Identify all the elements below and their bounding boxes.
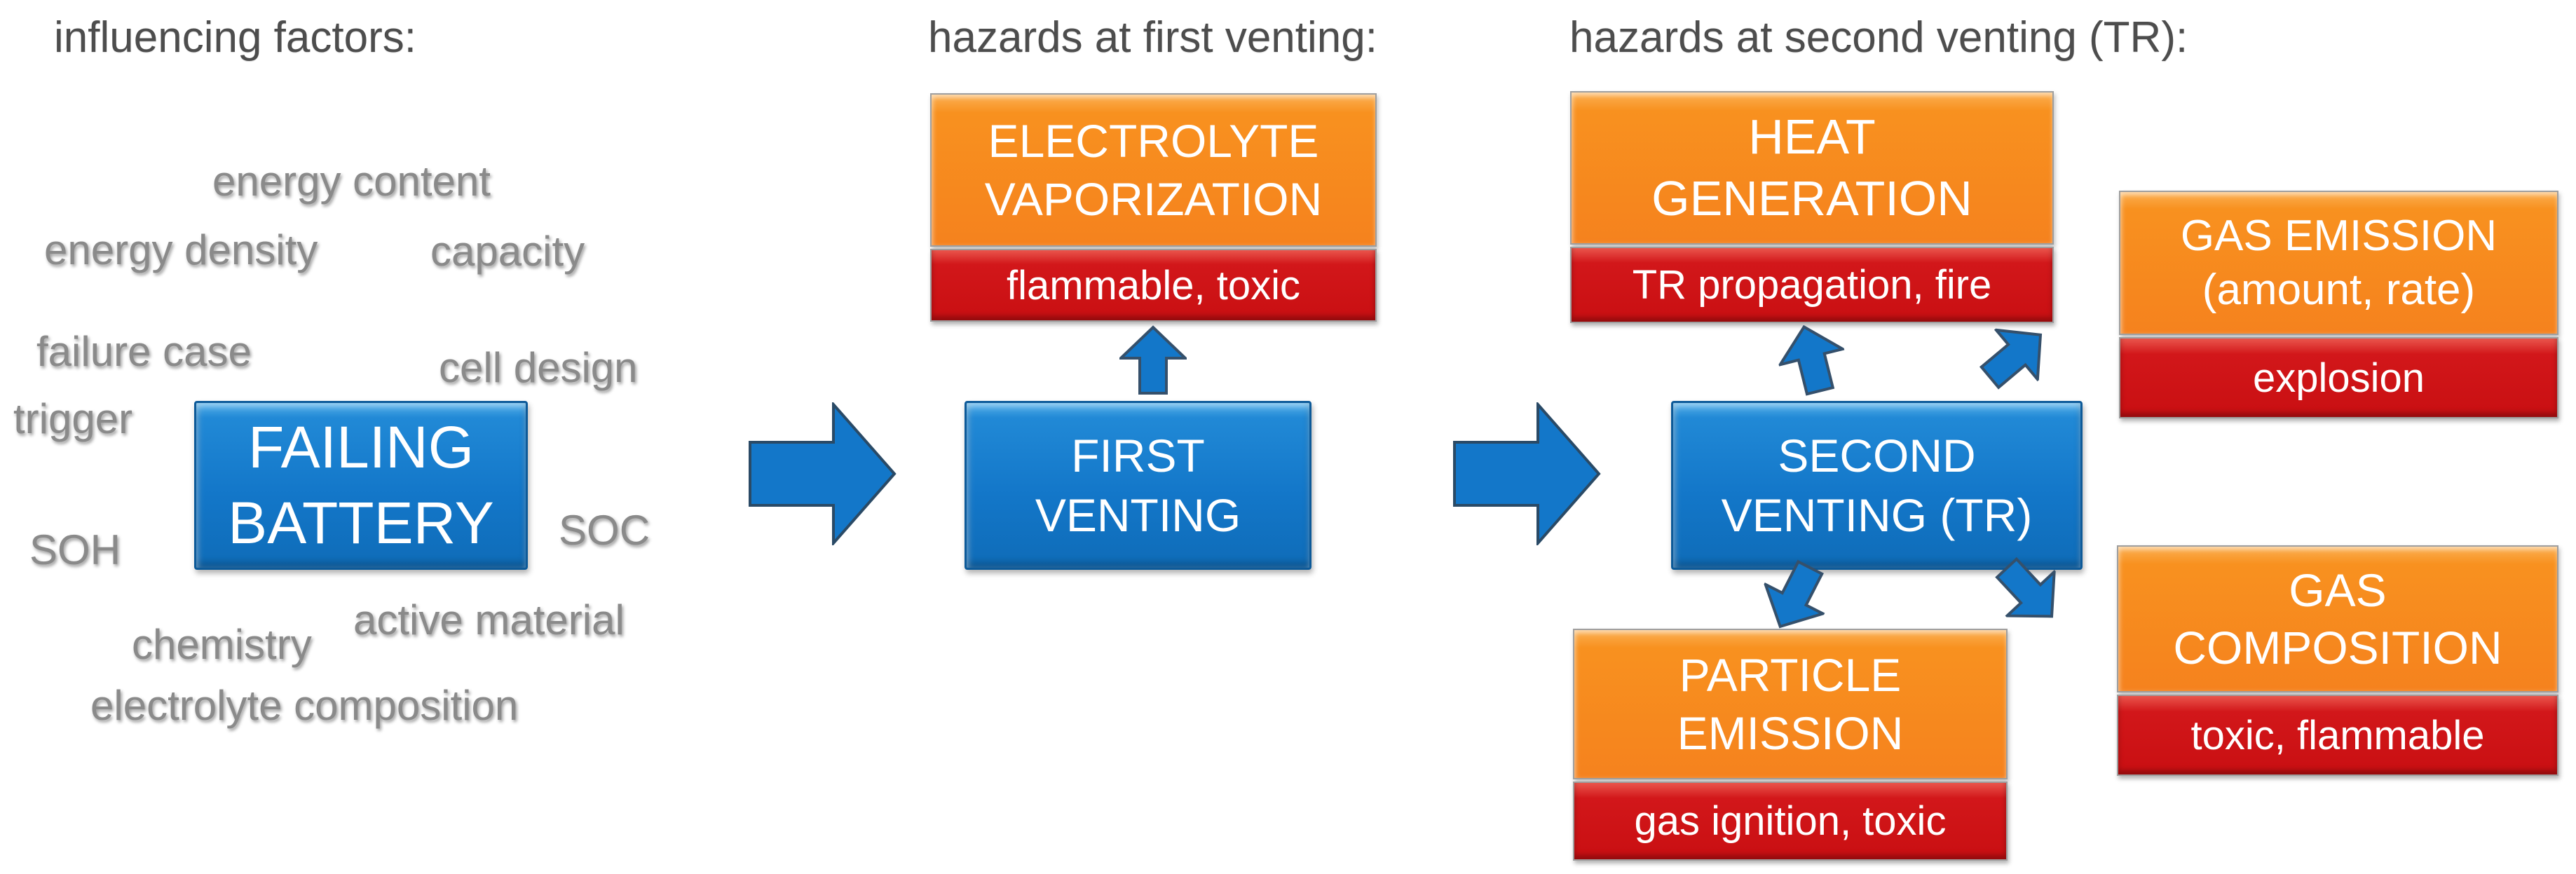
first-venting-box: FIRST VENTING [965, 401, 1311, 570]
gas-emission-line2: (amount, rate) [2202, 266, 2476, 314]
factor-cell-design: cell design [439, 344, 638, 391]
factor-soh: SOH [29, 526, 121, 573]
particle-emission-hazard-label: gas ignition, toxic [1573, 781, 2008, 861]
header-hazards-first-venting: hazards at first venting: [928, 13, 1377, 62]
gas-emission-hazard-label: explosion [2119, 337, 2558, 418]
up-right-arrow-icon [1979, 328, 2043, 390]
first-venting-label-line2: VENTING [1035, 489, 1241, 541]
factor-failure-case: failure case [36, 328, 252, 375]
gas-emission-stack: GAS EMISSION (amount, rate) explosion [2119, 191, 2558, 418]
electrolyte-vaporization-line1: ELECTROLYTE [988, 115, 1319, 167]
factor-active-material: active material [353, 596, 625, 643]
heat-generation-line1: HEAT [1748, 109, 1876, 164]
gas-emission-line1: GAS EMISSION [2180, 211, 2497, 260]
up-arrow-icon [1119, 325, 1187, 395]
second-venting-label-line2: VENTING (TR) [1721, 489, 2033, 541]
flow-arrow-right-icon [1453, 402, 1601, 545]
electrolyte-hazard-label: flammable, toxic [930, 249, 1377, 322]
factor-energy-content: energy content [212, 158, 491, 205]
gas-composition-stack: GAS COMPOSITION toxic, flammable [2117, 545, 2558, 776]
factor-soc: SOC [559, 507, 650, 554]
second-venting-box: SECOND VENTING (TR) [1671, 401, 2083, 570]
gas-emission-box: GAS EMISSION (amount, rate) [2119, 191, 2558, 335]
gas-composition-line1: GAS [2289, 564, 2387, 616]
up-arrow-icon [1777, 325, 1847, 396]
factor-electrolyte-composition: electrolyte composition [90, 682, 519, 729]
failing-battery-label-line2: BATTERY [228, 489, 494, 556]
particle-emission-stack: PARTICLE EMISSION gas ignition, toxic [1573, 629, 2008, 861]
down-left-arrow-icon [1763, 559, 1827, 629]
heat-generation-stack: HEAT GENERATION TR propagation, fire [1570, 91, 2054, 323]
failing-battery-box: FAILING BATTERY [194, 401, 528, 570]
header-hazards-second-venting: hazards at second venting (TR): [1569, 13, 2188, 62]
second-venting-label-line1: SECOND [1778, 430, 1976, 482]
particle-emission-line2: EMISSION [1677, 706, 1904, 759]
failing-battery-label-line1: FAILING [247, 414, 475, 480]
gas-composition-hazard-label: toxic, flammable [2117, 695, 2558, 776]
electrolyte-vaporization-box: ELECTROLYTE VAPORIZATION [930, 93, 1377, 247]
heat-generation-hazard-label: TR propagation, fire [1570, 247, 2054, 323]
particle-emission-box: PARTICLE EMISSION [1573, 629, 2008, 779]
electrolyte-vaporization-stack: ELECTROLYTE VAPORIZATION flammable, toxi… [930, 93, 1377, 322]
gas-composition-line2: COMPOSITION [2173, 622, 2502, 674]
first-venting-label-line1: FIRST [1071, 430, 1205, 482]
down-right-arrow-icon [1995, 557, 2056, 618]
gas-composition-box: GAS COMPOSITION [2117, 545, 2558, 692]
electrolyte-vaporization-line2: VAPORIZATION [984, 172, 1323, 225]
heat-generation-box: HEAT GENERATION [1570, 91, 2054, 245]
particle-emission-line1: PARTICLE [1679, 649, 1902, 701]
factor-energy-density: energy density [44, 226, 318, 273]
factor-trigger: trigger [13, 395, 133, 442]
flow-arrow-right-icon [749, 402, 897, 545]
factor-chemistry: chemistry [132, 621, 312, 668]
factor-capacity: capacity [430, 228, 585, 275]
heat-generation-line2: GENERATION [1651, 170, 1972, 226]
header-influencing-factors: influencing factors: [54, 13, 416, 62]
